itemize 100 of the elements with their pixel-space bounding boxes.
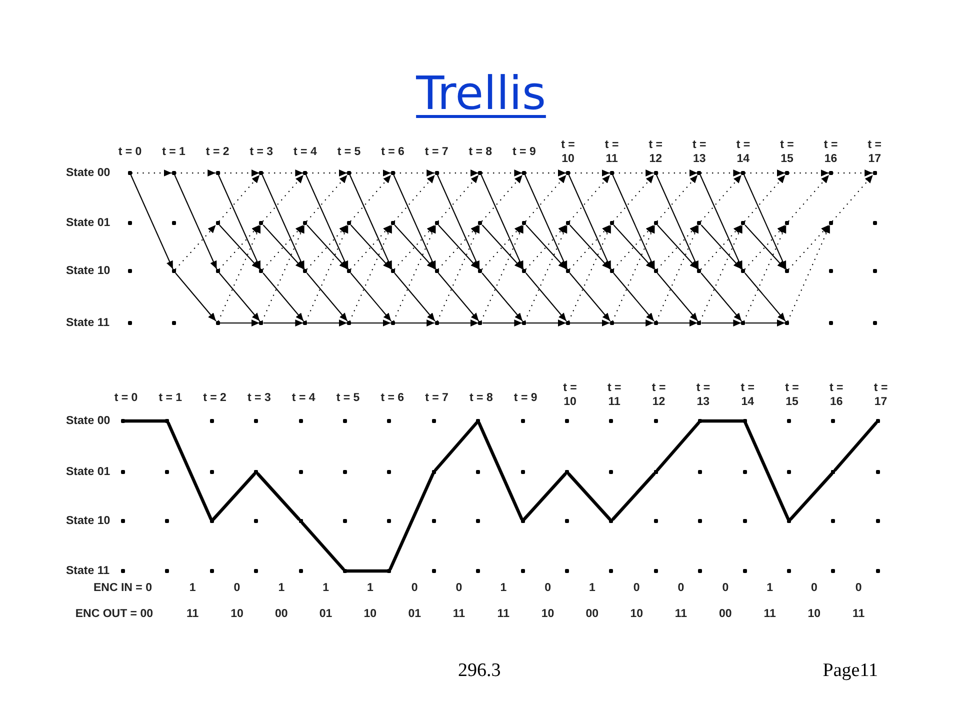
output-bits: 11	[764, 607, 776, 621]
time-step-label: t = 12	[648, 138, 664, 166]
output-bits: 10	[630, 607, 643, 621]
transition-arrow	[306, 174, 348, 222]
output-bits: 10	[808, 607, 821, 621]
path-segment	[123, 419, 167, 423]
transition-arrow	[482, 272, 523, 322]
time-step-label: t = 17	[872, 381, 889, 409]
transition-arrow	[700, 170, 742, 176]
transition-arrow	[787, 224, 831, 322]
transition-arrow	[262, 224, 305, 322]
time-step-label: t = 6	[380, 391, 404, 405]
time-step-label: t = 4	[294, 145, 317, 159]
transition-arrow	[788, 174, 830, 222]
input-bit: 0	[678, 581, 684, 595]
transition-arrow	[700, 174, 743, 270]
transition-arrow	[612, 174, 656, 270]
time-step-label: t = 11	[604, 138, 620, 166]
time-step-label: t = 5	[336, 391, 360, 405]
transition-arrow	[788, 224, 830, 270]
transition-arrow	[349, 174, 392, 270]
time-step-label: t = 2	[206, 145, 230, 159]
transition-arrow	[745, 320, 785, 326]
input-bit: 1	[366, 581, 374, 595]
state-label: State 01	[66, 216, 110, 230]
transition-arrow	[305, 224, 349, 322]
transition-arrow	[658, 320, 698, 326]
path-segment	[256, 472, 300, 521]
input-bit: 0	[411, 581, 418, 595]
transition-arrow	[568, 224, 612, 322]
transition-arrow	[394, 272, 436, 322]
output-bits: 10	[364, 607, 377, 621]
transition-arrow	[349, 224, 393, 322]
output-bits: 00	[275, 607, 288, 621]
transition-arrow	[438, 320, 478, 326]
transition-arrow	[218, 174, 261, 270]
input-bit: 0	[234, 581, 240, 595]
time-step-label: t = 3	[250, 145, 274, 159]
output-bits: 11	[497, 607, 510, 621]
time-step-label: t = 14	[740, 381, 756, 409]
transition-arrow	[656, 174, 699, 270]
transition-arrow	[438, 174, 480, 222]
transition-arrow	[744, 170, 786, 176]
time-step-label: t = 14	[735, 138, 752, 166]
transition-arrow	[482, 320, 522, 326]
transition-arrow	[700, 174, 742, 222]
time-step-label: t = 13	[692, 138, 708, 166]
time-step-label: t = 0	[118, 145, 142, 159]
transition-arrow	[743, 224, 787, 322]
time-step-label: t = 7	[425, 391, 448, 405]
path-segment	[612, 472, 656, 521]
input-bit: 1	[322, 581, 329, 595]
transition-arrow	[436, 224, 480, 322]
transition-arrow	[656, 174, 698, 222]
time-step-label: t = 13	[695, 381, 712, 409]
transition-arrow	[393, 174, 436, 270]
transition-arrow	[570, 320, 610, 326]
transition-arrow	[131, 170, 172, 176]
path-segment	[434, 421, 478, 472]
state-label: State 10	[66, 264, 110, 278]
output-bits: 11	[852, 607, 865, 621]
time-step-label: t = 10	[562, 381, 578, 409]
path-segment	[300, 521, 345, 571]
output-bits: 10	[230, 607, 244, 621]
time-step-label: t = 9	[514, 391, 538, 405]
transition-arrow	[262, 170, 304, 176]
transition-arrow	[174, 174, 218, 270]
transition-arrow	[218, 174, 260, 222]
transition-arrow	[568, 174, 612, 270]
path-segment	[656, 421, 700, 472]
output-bits: 11	[674, 607, 688, 621]
time-step-label: t = 5	[337, 145, 361, 159]
input-bit: 0	[633, 581, 640, 595]
transition-arrow	[832, 170, 874, 176]
time-step-label: t = 11	[606, 381, 622, 409]
transition-arrow	[569, 272, 611, 322]
path-segment	[345, 569, 389, 573]
input-bit: 1	[278, 581, 285, 595]
transition-arrow	[220, 320, 260, 326]
transition-arrow	[306, 272, 348, 322]
transition-arrow	[525, 174, 567, 222]
path-segment	[522, 472, 567, 521]
time-step-label: t = 7	[424, 145, 448, 159]
transition-arrow	[480, 174, 524, 270]
transition-arrow	[394, 170, 436, 176]
transition-arrow	[700, 272, 742, 322]
transition-arrow	[569, 170, 610, 176]
time-step-label: t = 8	[468, 145, 492, 159]
output-bits: 01	[408, 607, 421, 621]
transition-arrow	[393, 224, 436, 322]
output-bits: 11	[186, 607, 199, 621]
input-bit: 0	[810, 581, 818, 595]
transition-arrow	[569, 174, 611, 222]
time-step-label: t = 0	[114, 391, 138, 405]
input-bit: 0	[456, 581, 462, 595]
transition-arrow	[306, 170, 348, 176]
transition-arrow	[656, 224, 700, 322]
time-step-label: t = 9	[512, 145, 536, 159]
transition-arrow	[306, 174, 349, 270]
transition-arrow	[350, 174, 392, 222]
